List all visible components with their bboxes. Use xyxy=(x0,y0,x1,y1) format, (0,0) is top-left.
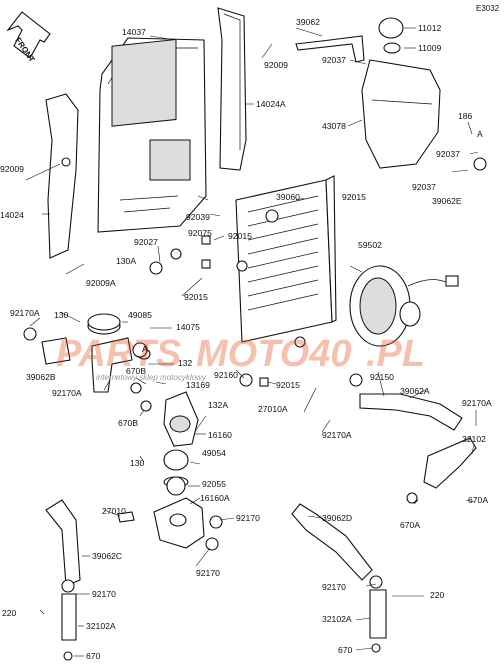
radiator-shroud-14024a xyxy=(217,7,247,171)
watermark-subtitle: internetowy sklep motocyklowy xyxy=(96,373,207,382)
label-14024a: 14024A xyxy=(256,99,286,109)
label-92170a-top: 92170A xyxy=(10,308,40,318)
label-92170-d: 92170 xyxy=(322,582,346,592)
label-92160: 92160 xyxy=(214,370,238,380)
label-92009a: 92009A xyxy=(86,278,116,288)
label-132: 132 xyxy=(178,358,193,368)
left-shroud-14024 xyxy=(45,93,79,259)
label-32102a-right: 32102A xyxy=(322,614,352,624)
label-27010: 27010 xyxy=(102,506,126,516)
label-92015-c: 92015 xyxy=(184,292,208,302)
label-32102: 32102 xyxy=(462,434,486,444)
label-92075: 92075 xyxy=(188,228,212,238)
cooling-fan-59502 xyxy=(349,265,459,347)
label-11009: 11009 xyxy=(418,43,441,53)
label-92170-b: 92170 xyxy=(196,568,220,578)
watermark-text-2: MOTO40 xyxy=(196,333,352,375)
label-39062d: 39062D xyxy=(322,513,352,523)
watermark-text-1: PARTS xyxy=(56,333,181,375)
label-49054: 49054 xyxy=(202,448,226,458)
label-49085: 49085 xyxy=(128,310,152,320)
label-670b-b: 670B xyxy=(118,418,138,428)
watermark: PARTS MOTO40 .PL internetowy sklep motoc… xyxy=(56,333,425,382)
label-39062a: 39062A xyxy=(400,386,430,396)
label-130: 130 xyxy=(54,310,69,320)
label-220-left: 220 xyxy=(2,608,17,618)
label-39060: 39060 xyxy=(276,192,300,202)
label-43078: 43078 xyxy=(322,121,346,131)
water-pipe-16160a xyxy=(117,497,205,549)
front-arrow-badge: FRONT xyxy=(6,11,51,64)
label-39062b: 39062B xyxy=(26,372,56,382)
label-92009-top: 92009 xyxy=(264,60,288,70)
label-92170a-right: 92170A xyxy=(462,398,492,408)
label-59502: 59502 xyxy=(358,240,382,250)
corner-code: E3032 xyxy=(476,4,500,13)
label-16160a: 16160A xyxy=(200,493,230,503)
label-27010a: 27010A xyxy=(258,404,288,414)
label-130a: 130A xyxy=(116,256,136,266)
label-130-b: 130 xyxy=(130,458,145,468)
label-39062c: 39062C xyxy=(92,551,122,561)
radiator-screen-14037 xyxy=(97,37,207,233)
label-39062e: 39062E xyxy=(432,196,462,206)
label-92037-low: 92037 xyxy=(412,182,436,192)
label-11012: 11012 xyxy=(418,23,441,33)
label-39062-top: 39062 xyxy=(296,17,320,27)
label-92170-a: 92170 xyxy=(236,513,260,523)
label-14037: 14037 xyxy=(122,27,146,37)
hose-39062d xyxy=(291,503,373,581)
pipe-32102a-left xyxy=(61,593,77,641)
radiator-cap-49085 xyxy=(87,313,121,335)
radiator-39060 xyxy=(235,175,337,343)
part-labels: E3032 14037 92009 39062 11012 11009 9203… xyxy=(0,4,500,661)
label-92150: 92150 xyxy=(370,372,394,382)
reservoir-tank-43078 xyxy=(295,17,441,169)
label-92027: 92027 xyxy=(134,237,158,247)
label-32102a-left: 32102A xyxy=(86,621,116,631)
label-92015-d: 92015 xyxy=(276,380,300,390)
label-92015-b: 92015 xyxy=(228,231,252,241)
label-a-right: A xyxy=(477,129,483,139)
label-220-right: 220 xyxy=(430,590,445,600)
label-a-left: A xyxy=(142,344,148,354)
label-670a-a: 670A xyxy=(468,495,488,505)
label-92037-top: 92037 xyxy=(322,55,346,65)
leader-lines xyxy=(25,27,479,657)
label-670a-b: 670A xyxy=(400,520,420,530)
pipe-32102a-right xyxy=(369,589,387,639)
label-670b-a: 670B xyxy=(126,366,146,376)
thermostat-housing-16160 xyxy=(163,391,199,488)
label-670-right: 670 xyxy=(338,645,353,655)
label-92009-left: 92009 xyxy=(0,164,24,174)
label-670-left: 670 xyxy=(86,651,101,661)
label-92015-a: 92015 xyxy=(342,192,366,202)
label-92170-c: 92170 xyxy=(92,589,116,599)
label-92039: 92039 xyxy=(186,212,210,222)
small-parts xyxy=(23,157,487,661)
label-92170a-mid: 92170A xyxy=(322,430,352,440)
hose-39062c xyxy=(45,499,81,587)
watermark-text-3: .PL xyxy=(366,333,425,375)
label-186: 186 xyxy=(458,111,473,121)
hose-39062a xyxy=(359,393,463,431)
label-13169: 13169 xyxy=(186,380,210,390)
label-14024: 14024 xyxy=(0,210,24,220)
label-92055: 92055 xyxy=(202,479,226,489)
pipe-32102 xyxy=(423,437,477,489)
label-16160: 16160 xyxy=(208,430,232,440)
label-14075: 14075 xyxy=(176,322,200,332)
label-92037-mid: 92037 xyxy=(436,149,460,159)
label-132a: 132A xyxy=(208,400,228,410)
label-92170a-left: 92170A xyxy=(52,388,82,398)
